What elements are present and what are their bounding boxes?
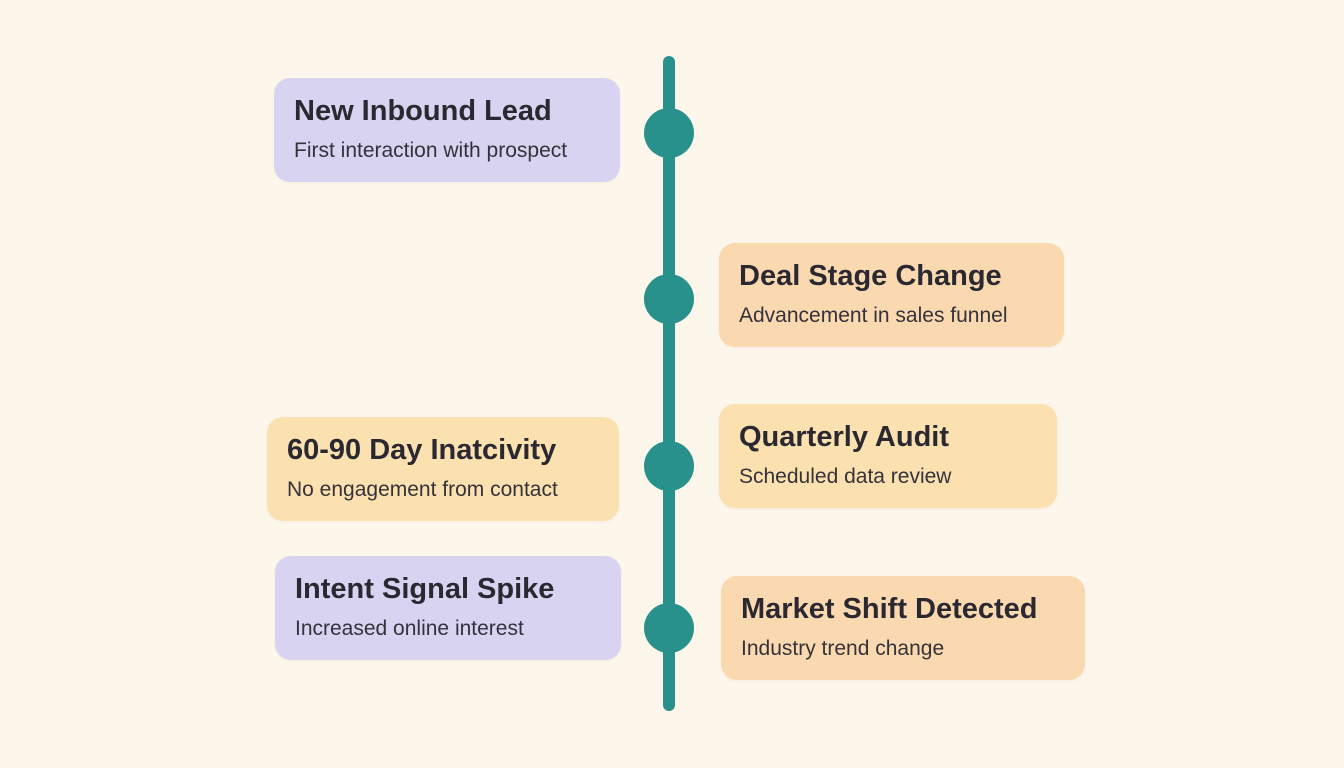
event-card-inactivity: 60-90 Day Inatcivity No engagement from … xyxy=(267,417,619,521)
event-subtitle: Advancement in sales funnel xyxy=(739,304,1008,327)
timeline-node xyxy=(644,441,694,491)
event-subtitle: Increased online interest xyxy=(295,617,524,640)
event-title: Quarterly Audit xyxy=(739,421,950,453)
event-title: Market Shift Detected xyxy=(741,593,1038,625)
event-title: New Inbound Lead xyxy=(294,95,552,127)
timeline-node xyxy=(644,274,694,324)
timeline-node xyxy=(644,108,694,158)
event-card-intent-signal-spike: Intent Signal Spike Increased online int… xyxy=(275,556,621,660)
event-subtitle: First interaction with prospect xyxy=(294,139,568,162)
event-subtitle: Scheduled data review xyxy=(739,465,952,488)
event-card-new-inbound-lead: New Inbound Lead First interaction with … xyxy=(274,78,620,182)
event-card-quarterly-audit: Quarterly Audit Scheduled data review xyxy=(719,404,1057,508)
event-card-deal-stage-change: Deal Stage Change Advancement in sales f… xyxy=(719,243,1064,347)
timeline-axis xyxy=(663,56,675,711)
event-card-market-shift-detected: Market Shift Detected Industry trend cha… xyxy=(721,576,1085,680)
event-subtitle: Industry trend change xyxy=(741,637,945,660)
timeline-node xyxy=(644,603,694,653)
event-title: Intent Signal Spike xyxy=(295,573,555,605)
event-title: Deal Stage Change xyxy=(739,260,1002,292)
event-subtitle: No engagement from contact xyxy=(287,478,558,501)
event-title: 60-90 Day Inatcivity xyxy=(287,434,557,466)
